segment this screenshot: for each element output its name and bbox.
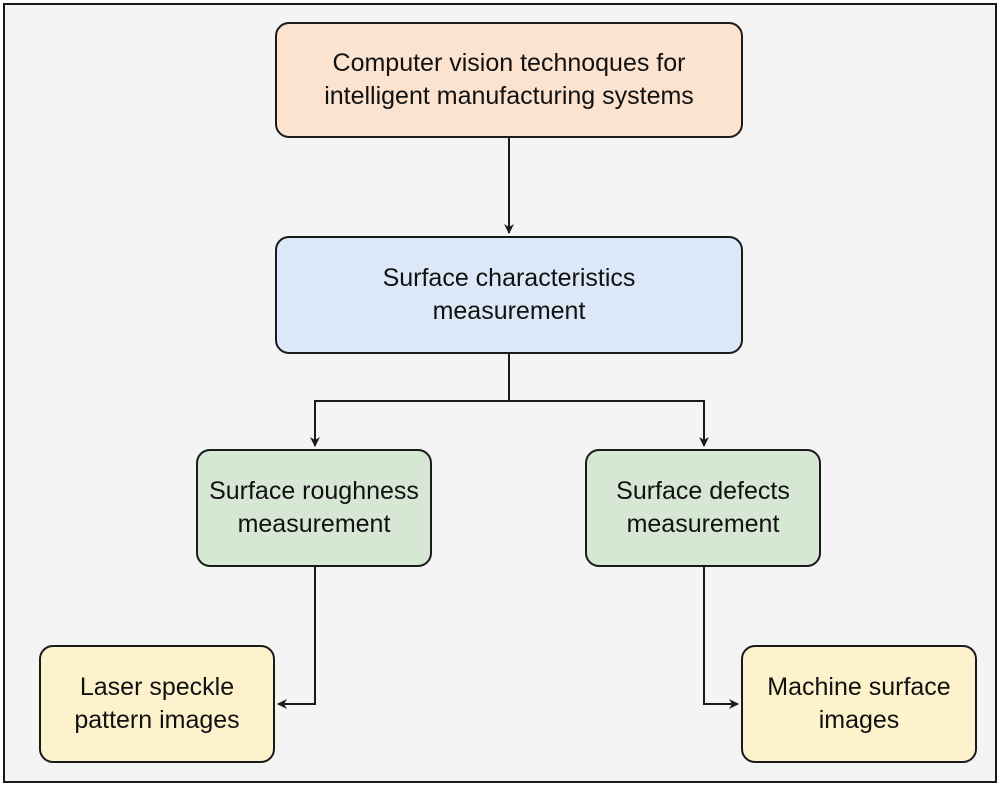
- node-line: Laser speckle: [79, 673, 235, 701]
- node-laser-speckle-pattern-images: Laser speckle pattern images: [39, 645, 275, 763]
- node-line: measurement: [626, 510, 780, 538]
- node-line: Computer vision technoques for: [332, 49, 686, 77]
- node-line: measurement: [237, 510, 391, 538]
- node-line: pattern images: [74, 706, 240, 734]
- node-line: Surface characteristics: [382, 264, 636, 292]
- node-line: images: [818, 706, 900, 734]
- node-surface-roughness-measurement: Surface roughness measurement: [196, 449, 432, 567]
- arrow-surface-to-defects: [509, 400, 709, 447]
- node-machine-surface-images: Machine surface images: [741, 645, 977, 763]
- arrow-surface-branch-stem: [310, 354, 510, 447]
- node-line: measurement: [432, 297, 586, 325]
- arrow-defects-to-machine: [703, 567, 739, 709]
- node-computer-vision-techniques: Computer vision technoques for intellige…: [275, 22, 743, 138]
- node-line: intelligent manufacturing systems: [324, 82, 694, 110]
- node-line: Surface defects: [616, 477, 790, 505]
- node-surface-defects-measurement: Surface defects measurement: [585, 449, 821, 567]
- node-surface-characteristics-measurement: Surface characteristics measurement: [275, 236, 743, 354]
- node-line: Surface roughness: [209, 477, 419, 505]
- node-line: Machine surface: [767, 673, 951, 701]
- arrow-roughness-to-laser: [277, 567, 316, 709]
